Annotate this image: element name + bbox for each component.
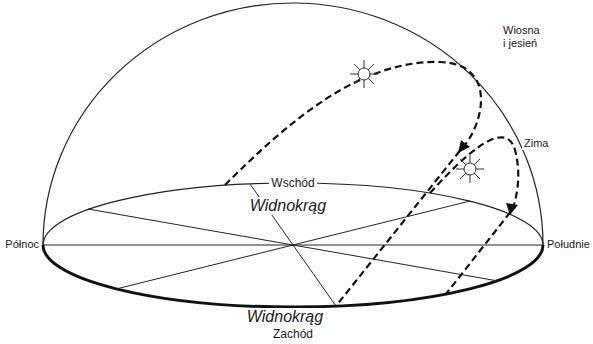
season-label: Wiosna i jesień [503,24,542,49]
arrowhead [458,140,470,153]
sun-path-winter [430,137,518,294]
sun-icon [456,155,484,183]
sun-icon [350,60,378,88]
direction-label: Zachód [273,328,313,342]
horizon-label: Widnokrąg [248,197,328,215]
sun-path-equinox [225,62,481,306]
direction-label: Południe [547,238,590,251]
arrowhead [506,203,518,215]
direction-label: Północ [5,238,39,251]
season-label: Zima [522,137,550,150]
horizon-label: Widnokrąg [245,308,325,326]
direction-label: Wschód [269,177,316,191]
diameter-line [88,209,498,281]
